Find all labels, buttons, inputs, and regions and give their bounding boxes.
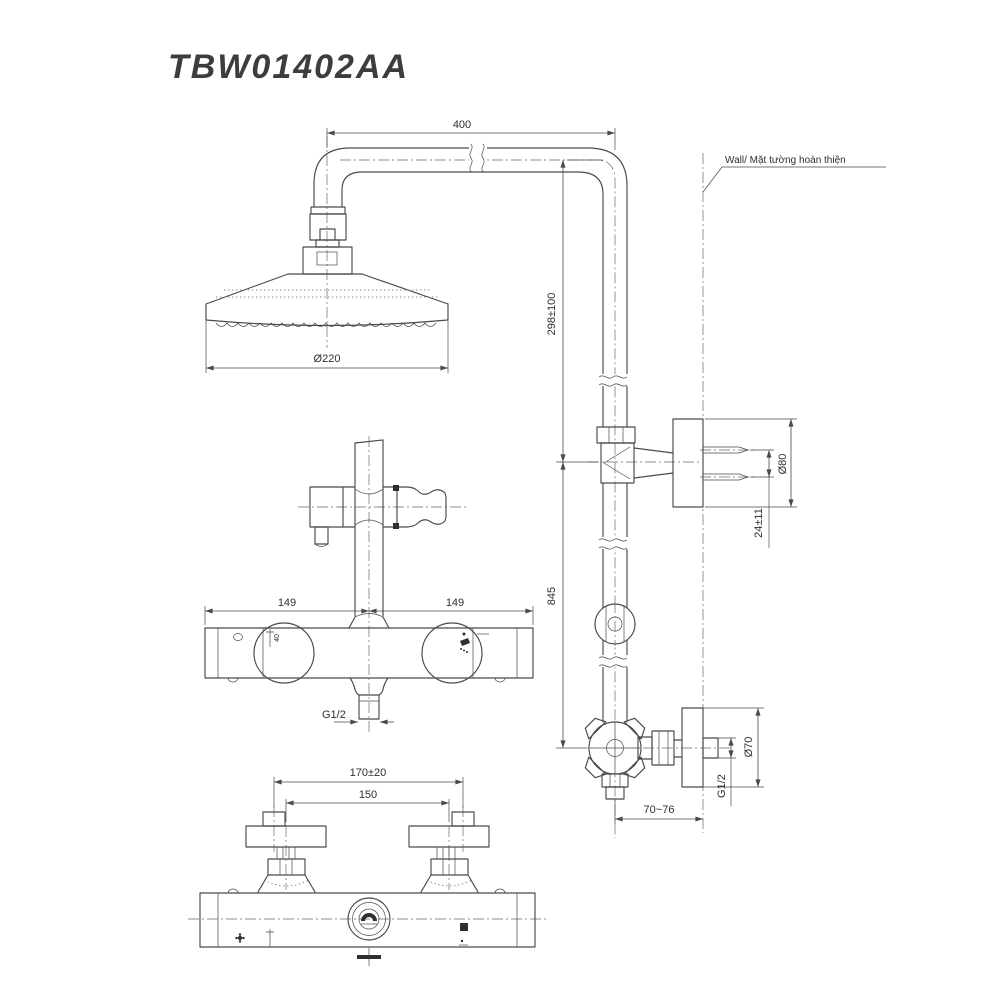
shower-arm-pipe (313, 143, 628, 428)
wall-label: Wall/ Mặt tường hoàn thiện (725, 155, 846, 166)
dim-mixer-left: 149 (278, 597, 296, 609)
dimensions (204, 128, 797, 824)
model-number-title: TBW01402AA (168, 48, 410, 86)
wall-bracket (596, 418, 750, 508)
dim-head-diameter: Ø220 (314, 353, 341, 365)
dim-screw-spacing: 24±11 (753, 508, 765, 538)
dim-union-spacing: 150 (359, 789, 377, 801)
mixer-front-view (204, 613, 534, 720)
temp-marking: 40 (274, 634, 281, 642)
diverter-valve (584, 707, 719, 800)
dim-lower-pipe-height: 845 (546, 587, 558, 605)
dim-supply-spacing: 170±20 (350, 767, 387, 779)
centerlines (188, 136, 754, 920)
dim-arm-length: 400 (453, 119, 471, 131)
dim-wall-thread: G1/2 (716, 774, 728, 798)
hand-shower-holder-view (309, 439, 447, 617)
mixer-top-view (199, 811, 536, 966)
dim-outlet-thread: G1/2 (322, 709, 346, 721)
dim-mixer-right: 149 (446, 597, 464, 609)
dim-valve-to-wall: 70~76 (644, 804, 675, 816)
dim-bracket-diameter: Ø80 (777, 454, 789, 475)
shower-head-view (205, 206, 449, 327)
dim-upper-pipe-height: 298±100 (546, 293, 558, 336)
wall-line (702, 153, 886, 833)
dim-wall-flange-diameter: Ø70 (743, 737, 755, 758)
riser-pipe (594, 374, 636, 723)
